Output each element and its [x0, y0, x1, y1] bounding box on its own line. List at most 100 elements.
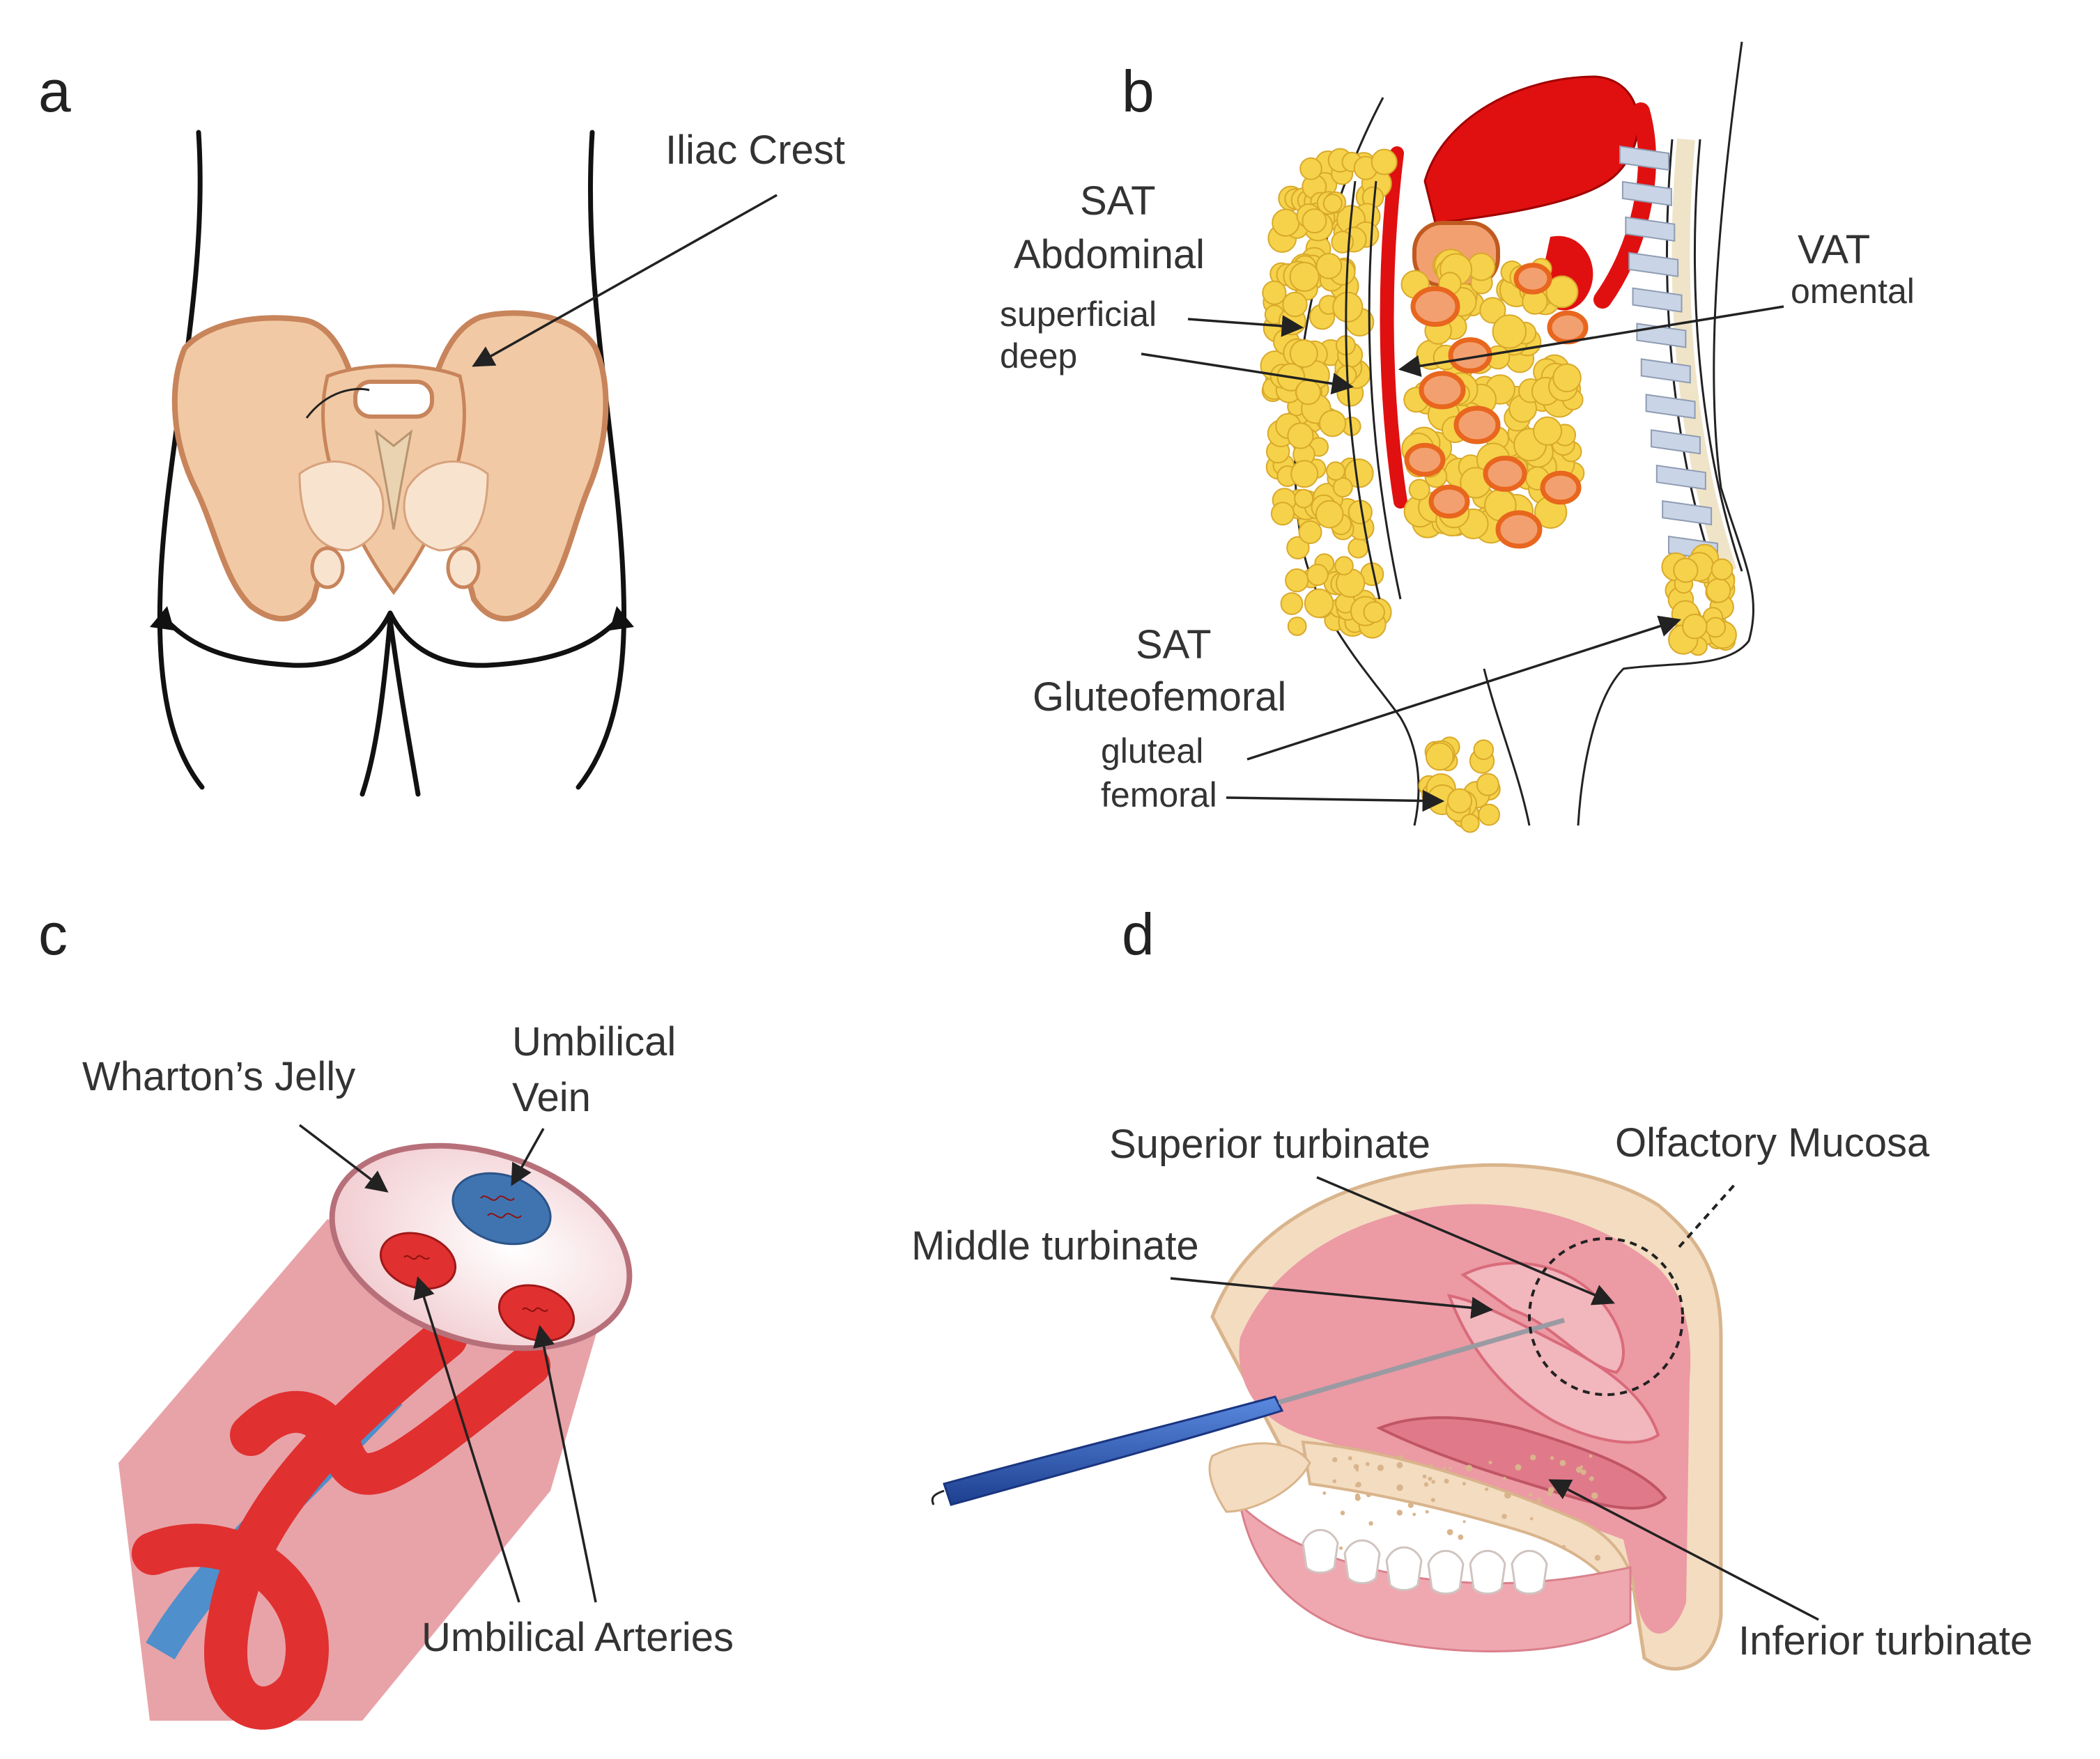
- bone-speck: [1462, 1520, 1466, 1524]
- aorta: [1593, 102, 1656, 309]
- palate-bone: [1301, 1440, 1636, 1597]
- panel-d-letter: d: [1122, 901, 1155, 967]
- bone-speck: [1322, 1491, 1327, 1495]
- fat-lobule: [1460, 814, 1480, 833]
- bone-speck: [1536, 1497, 1543, 1503]
- fat-lobule: [1262, 280, 1287, 305]
- fat-lobule: [1272, 208, 1300, 237]
- bone-speck: [1529, 1517, 1534, 1521]
- olfactory-mucosa-region: [1528, 1237, 1684, 1396]
- obturator-left: [310, 546, 345, 589]
- bone-speck: [1430, 1498, 1435, 1503]
- fat-lobule: [1306, 564, 1329, 587]
- bone-speck: [1396, 1484, 1403, 1491]
- leader-middle-turbinate: [1170, 1277, 1494, 1319]
- bone-speck: [1431, 1480, 1435, 1484]
- fat-lobule: [1446, 788, 1473, 814]
- bone-speck: [1377, 1464, 1384, 1471]
- fat-lobule: [1673, 557, 1699, 583]
- bone-speck: [1594, 1494, 1598, 1497]
- fat-lobule: [1270, 502, 1295, 526]
- obturator-right: [446, 546, 481, 589]
- label-omental: omental: [1791, 272, 1915, 311]
- fat-lobule: [1492, 314, 1527, 349]
- label-inferior-turbinate: Inferior turbinate: [1738, 1618, 2032, 1664]
- fascia-line-2: [1368, 180, 1402, 600]
- bone-speck: [1501, 1514, 1507, 1519]
- bone-speck: [1547, 1487, 1554, 1494]
- leader-omental: [1398, 305, 1784, 377]
- fat-lobule: [1473, 739, 1495, 760]
- fat-lobule: [1682, 613, 1708, 640]
- bone-speck: [1354, 1495, 1361, 1501]
- panel-b-letter: b: [1122, 59, 1155, 124]
- muscle-strip: [1380, 146, 1407, 509]
- sat-abdominal-fat: [1260, 148, 1398, 639]
- bone-speck: [1589, 1454, 1593, 1458]
- fat-lobule: [1287, 617, 1307, 636]
- label-sat-abdominal-2: Abdominal: [1014, 232, 1205, 277]
- fat-lobule: [1299, 157, 1322, 180]
- liver: [1423, 75, 1639, 224]
- fat-lobule: [1332, 291, 1364, 323]
- bone-speck: [1502, 1476, 1506, 1480]
- leader-femoral: [1226, 789, 1445, 812]
- leader-umbilical-vein: [511, 1128, 545, 1186]
- label-umbilical-vein-2: Vein: [512, 1075, 591, 1120]
- pelvis-illustration: [171, 310, 609, 621]
- bone-speck: [1332, 1479, 1336, 1483]
- label-gluteal: gluteal: [1101, 731, 1203, 770]
- fat-lobule: [1363, 601, 1385, 623]
- intestine-loop: [1404, 442, 1446, 477]
- vertebra-process: [1632, 287, 1683, 313]
- vertebra-process: [1621, 180, 1672, 207]
- bone-speck: [1428, 1464, 1434, 1469]
- fat-lobule: [1332, 477, 1353, 498]
- intestine-loop: [1419, 371, 1466, 410]
- fat-lobule: [1706, 578, 1731, 603]
- vertebra: [353, 380, 434, 419]
- fat-lobule: [1290, 460, 1319, 488]
- vertebra-process: [1640, 358, 1691, 384]
- fat-lobule: [1476, 773, 1499, 796]
- body-outline-left: [157, 130, 205, 790]
- buttock-right: [387, 610, 626, 668]
- bone-speck: [1515, 1464, 1522, 1471]
- fat-lobule: [1295, 379, 1321, 405]
- fat-lobule: [1425, 742, 1454, 771]
- organs: [1380, 75, 1656, 509]
- fat-lobule: [1287, 422, 1314, 449]
- fat-lobule: [1315, 253, 1343, 279]
- intestine-loop: [1547, 310, 1589, 345]
- label-whartons-jelly: Wharton’s Jelly: [82, 1054, 355, 1099]
- bone-speck: [1423, 1482, 1429, 1487]
- fat-lobule: [1282, 291, 1308, 318]
- umbilical-artery-section-1: [379, 1232, 457, 1290]
- leader-deep: [1141, 352, 1354, 395]
- bone-speck: [1412, 1512, 1416, 1517]
- vertebrae: [1619, 145, 1718, 561]
- bone-speck: [1397, 1455, 1404, 1461]
- fat-lobule: [1280, 592, 1304, 615]
- torso-back-outline: [1577, 41, 1754, 826]
- panel-d: d Superior turbinate Olfactory Mucosa: [911, 901, 2032, 1671]
- bone-speck: [1465, 1464, 1473, 1472]
- panel-a-letter: a: [38, 59, 71, 124]
- bone-speck: [1425, 1510, 1429, 1514]
- leader-umbilical-artery-1: [413, 1276, 520, 1603]
- fat-lobule: [1289, 261, 1320, 292]
- bone-speck: [1449, 1466, 1453, 1470]
- intestine-loop: [1540, 470, 1582, 505]
- fat-lobule: [1298, 520, 1322, 544]
- label-sat-abdominal-1: SAT: [1080, 178, 1156, 224]
- fat-lobule: [1705, 617, 1727, 638]
- leg-right: [360, 617, 393, 797]
- bone-speck: [1396, 1462, 1403, 1469]
- bone-speck: [1485, 1487, 1489, 1491]
- bone-speck: [1550, 1456, 1554, 1460]
- vertebra-process: [1628, 251, 1679, 277]
- intestine-loops: [1404, 263, 1589, 549]
- pelvis-contour: [305, 387, 370, 419]
- vertebra-process: [1662, 499, 1713, 526]
